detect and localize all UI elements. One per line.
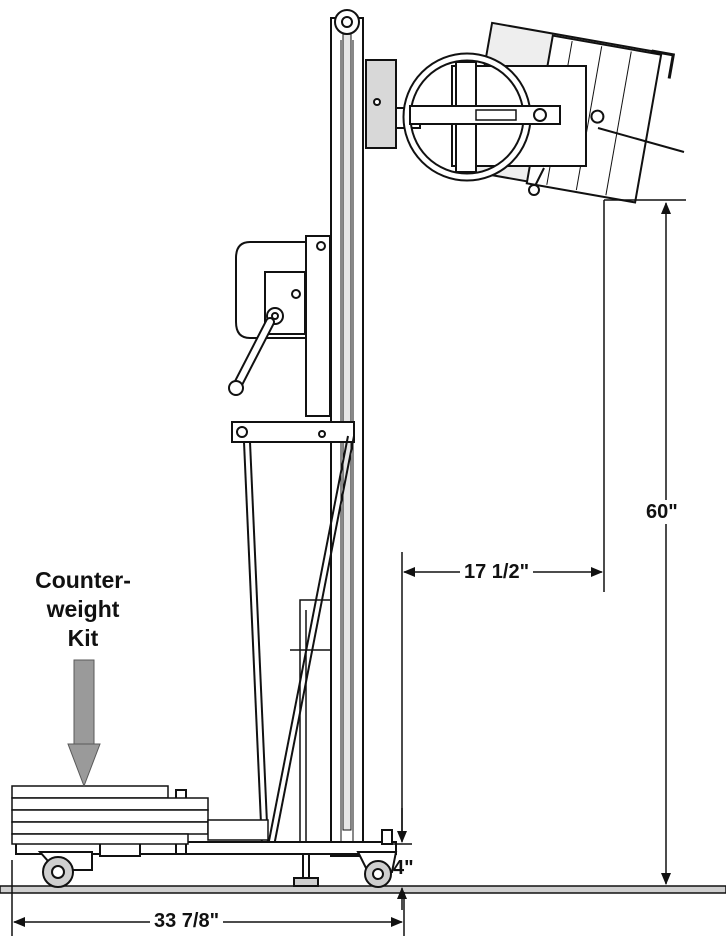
height-dimension bbox=[604, 199, 686, 885]
rear-caster bbox=[37, 851, 93, 888]
clearance-label: 4" bbox=[393, 857, 414, 879]
braces bbox=[243, 435, 355, 847]
leveling-foot bbox=[293, 853, 319, 887]
height-label: 60" bbox=[644, 500, 680, 524]
counterweight-arrow bbox=[67, 659, 101, 788]
base-width-label: 33 7/8" bbox=[150, 911, 224, 931]
winch-crank-handle bbox=[228, 317, 275, 396]
counterweight-label-line3: Kit bbox=[67, 625, 99, 651]
floor bbox=[0, 885, 726, 894]
mast-top-pulley bbox=[334, 9, 360, 35]
clearance-dimension bbox=[392, 808, 412, 910]
hand-wheel bbox=[402, 52, 587, 182]
counterweight-label-line2: weight bbox=[46, 596, 120, 622]
front-caster bbox=[356, 829, 398, 888]
counterweight-label-line1: Counter- bbox=[35, 567, 131, 593]
carriage-plate bbox=[365, 59, 421, 149]
reach-dimension bbox=[401, 200, 605, 836]
counterweight-stack bbox=[11, 785, 269, 845]
counterweight-kit-label: Counter- weight Kit bbox=[8, 566, 158, 653]
mid-shelf bbox=[231, 421, 355, 443]
counterweight-bracket bbox=[290, 599, 332, 846]
winch bbox=[235, 235, 331, 417]
reach-label: 17 1/2" bbox=[460, 562, 534, 582]
